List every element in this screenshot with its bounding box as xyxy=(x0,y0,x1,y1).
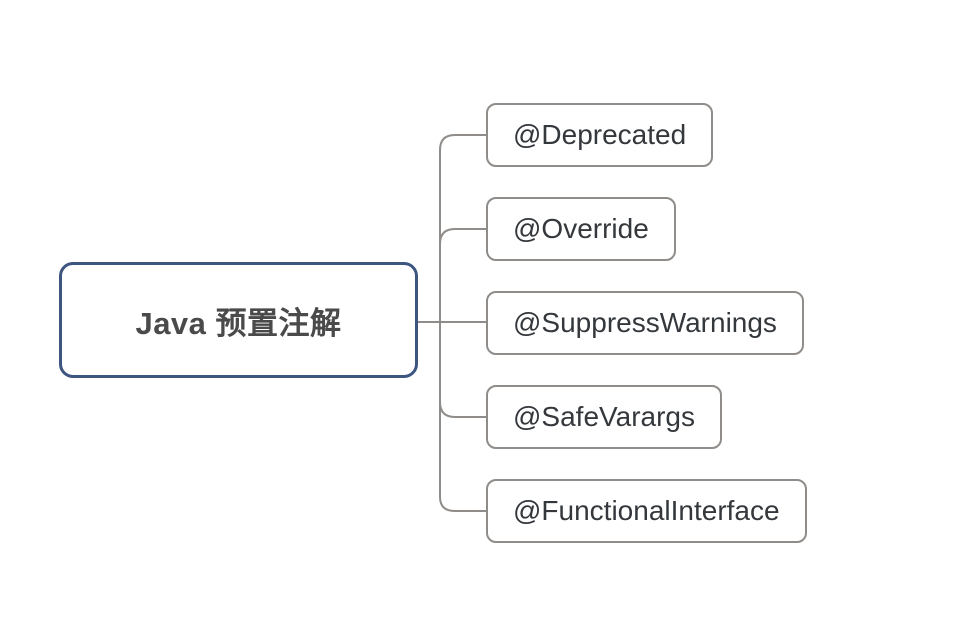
branch-child-2 xyxy=(439,228,486,245)
child-node-override[interactable]: @Override xyxy=(486,197,676,261)
branch-child-5 xyxy=(439,496,486,512)
branch-child-1 xyxy=(439,134,486,151)
branch-child-4 xyxy=(439,401,486,418)
child-node-label: @Override xyxy=(513,213,649,244)
child-node-suppresswarnings[interactable]: @SuppressWarnings xyxy=(486,291,804,355)
child-node-functionalinterface[interactable]: @FunctionalInterface xyxy=(486,479,807,543)
child-node-safevarargs[interactable]: @SafeVarargs xyxy=(486,385,722,449)
child-node-deprecated[interactable]: @Deprecated xyxy=(486,103,714,167)
child-node-label: @SuppressWarnings xyxy=(513,307,777,338)
root-node-java-preset-annotations[interactable]: Java 预置注解 xyxy=(59,262,418,378)
child-node-label: @SafeVarargs xyxy=(513,401,695,432)
root-node-label: Java 预置注解 xyxy=(135,305,342,341)
child-node-label: @FunctionalInterface xyxy=(513,495,780,526)
child-node-label: @Deprecated xyxy=(513,119,687,150)
